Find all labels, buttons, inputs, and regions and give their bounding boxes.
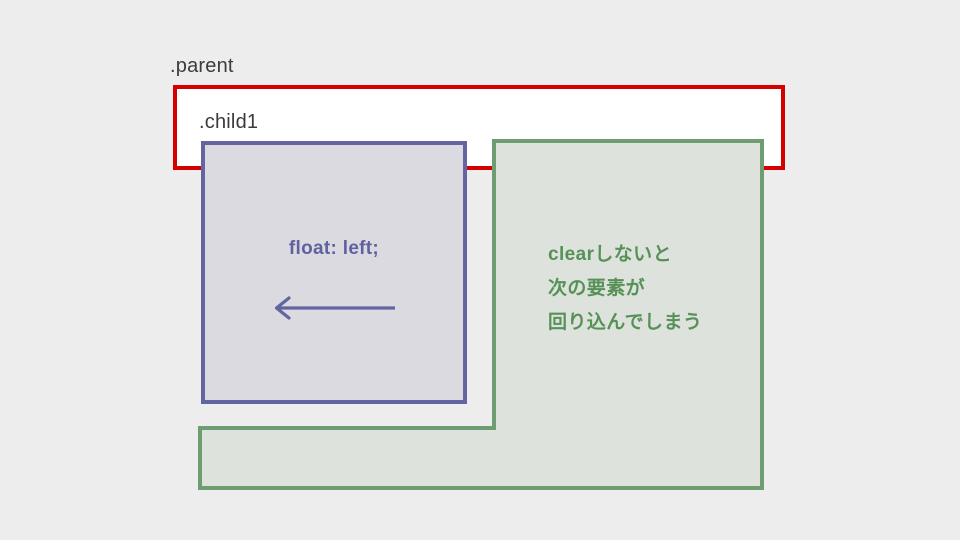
child1-label: .child1 bbox=[199, 111, 259, 133]
child2-shape-svg bbox=[198, 139, 764, 490]
child2-text-line-3: 回り込んでしまう bbox=[548, 312, 703, 333]
child2-text-line-2: 次の要素が bbox=[548, 278, 646, 299]
child1-floated-box: float: left; bbox=[201, 141, 467, 404]
child2-wrapping-box bbox=[198, 139, 764, 490]
child1-float-declaration: float: left; bbox=[288, 238, 380, 259]
arrow-head bbox=[274, 296, 291, 320]
child2-text-line-1: clearしないと bbox=[548, 244, 672, 265]
child2-outline-path bbox=[198, 139, 764, 490]
child2-annotation-text: clearしないと 次の要素が 回り込んでしまう bbox=[548, 238, 702, 340]
parent-label: .parent bbox=[170, 55, 234, 77]
left-arrow-icon bbox=[274, 296, 395, 320]
